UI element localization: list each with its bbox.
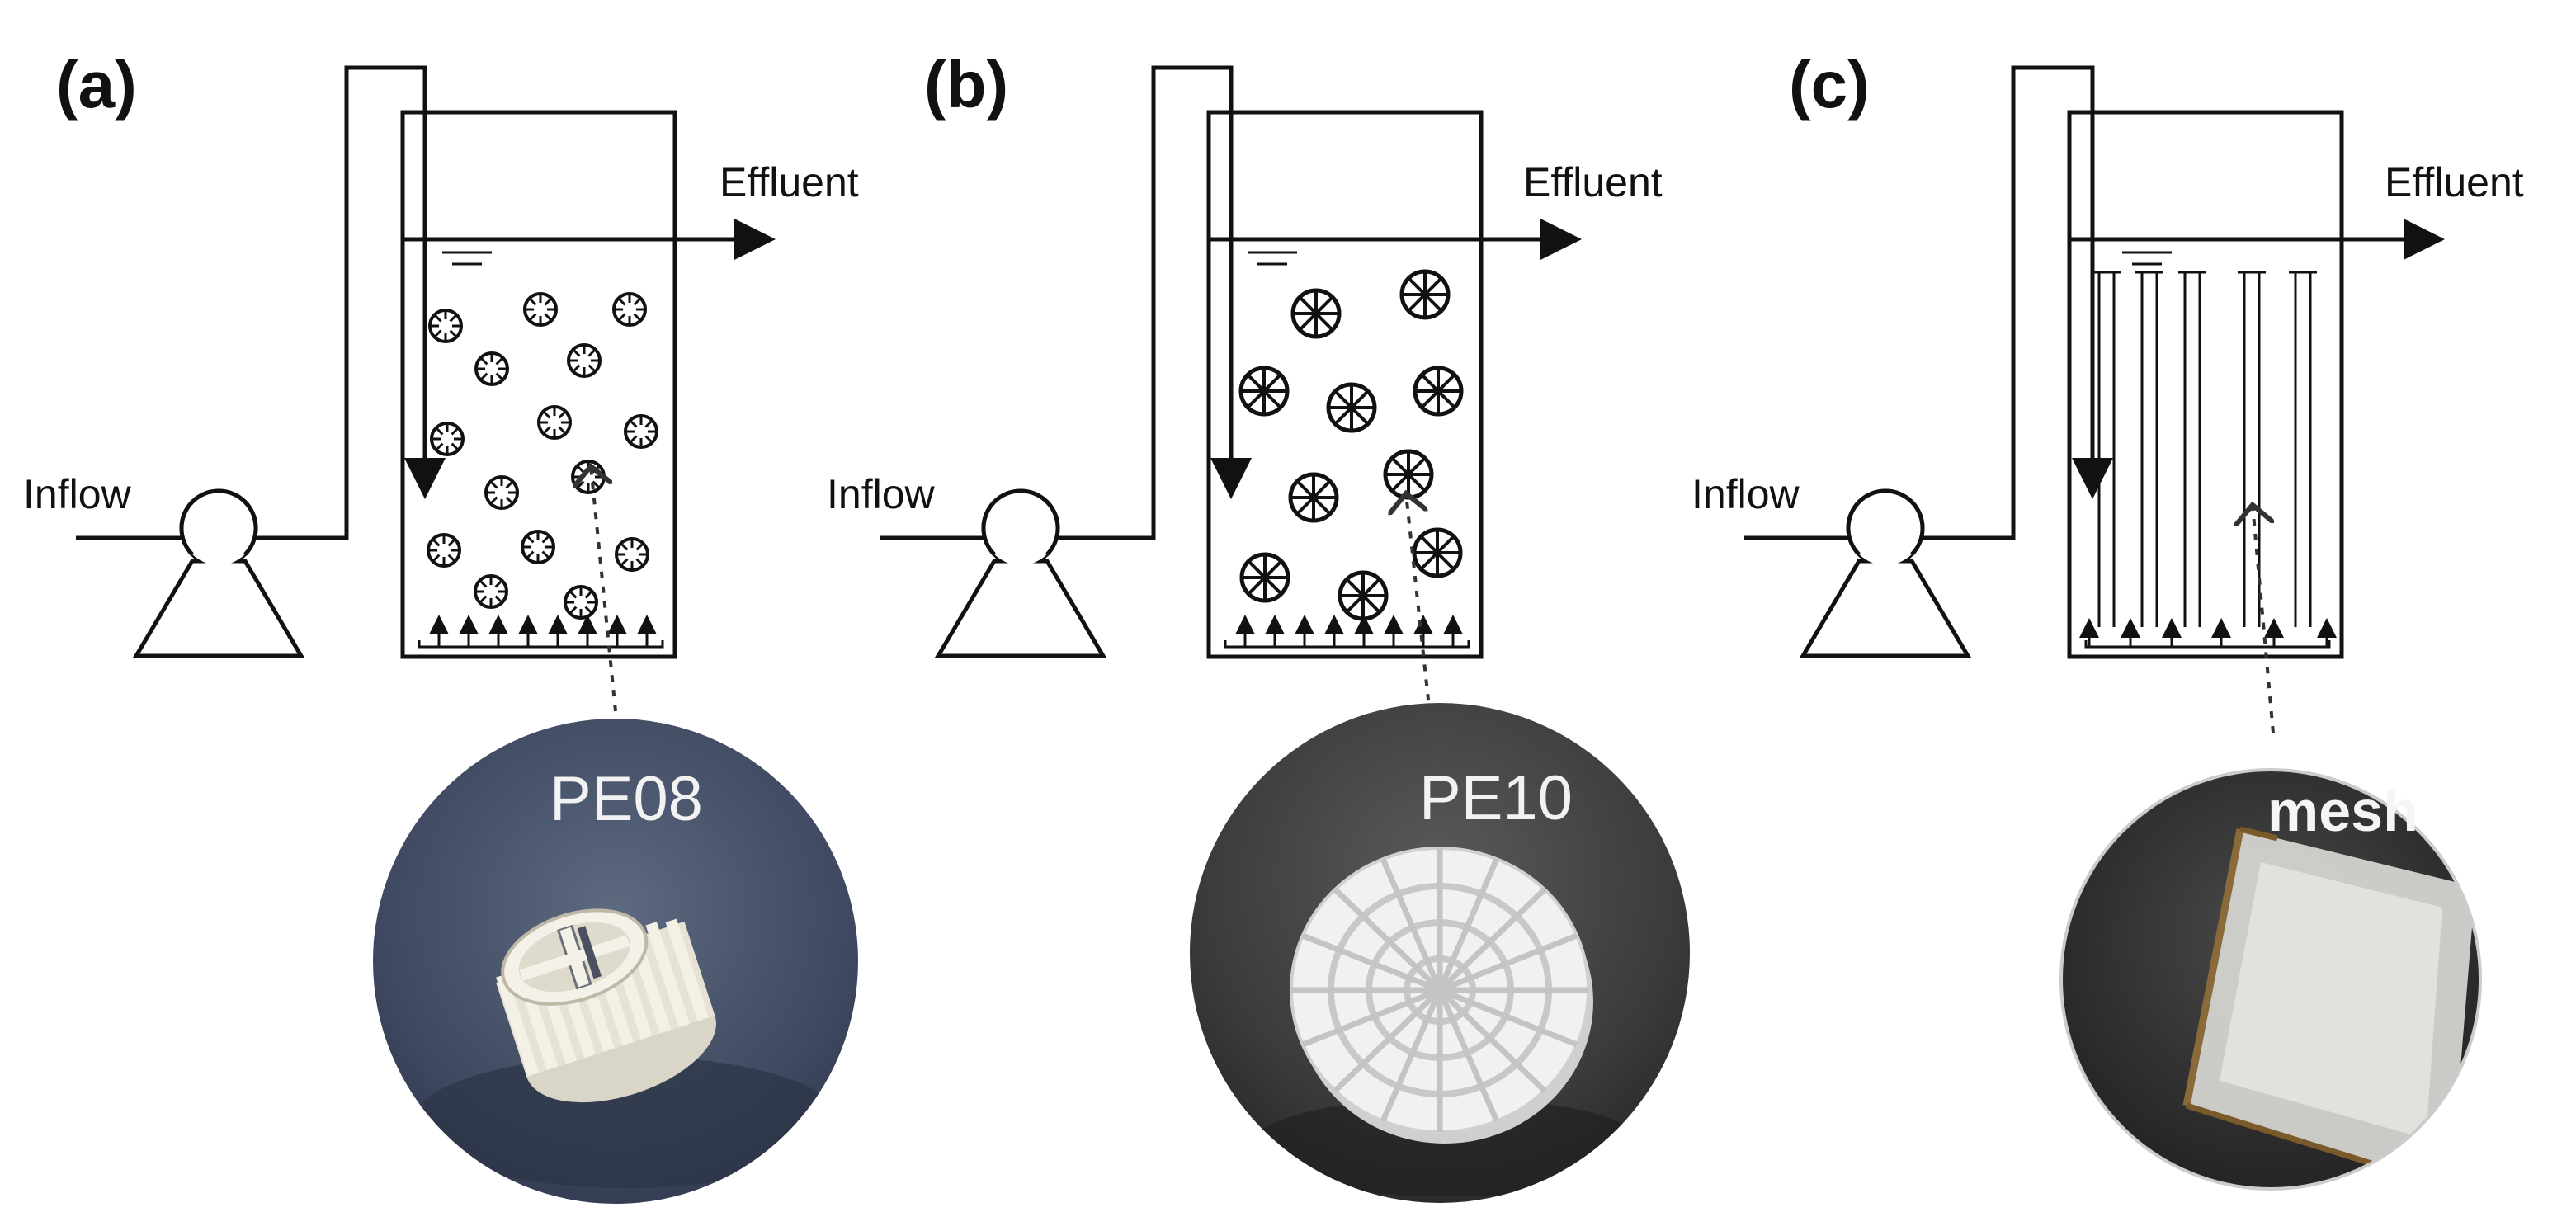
- panel-b-feed-pipe: [1058, 65, 1252, 540]
- panel-b-water-level-icon: [1248, 251, 1297, 266]
- panel-a-photo-label: PE08: [550, 764, 703, 834]
- panel-a-reactor-tank: [400, 110, 677, 659]
- panel-c: (c) Inflow Effluent: [1691, 48, 2524, 1191]
- panel-b-pump-icon: [938, 491, 1103, 656]
- panel-c-water-level-icon: [2122, 251, 2172, 266]
- panel-b-callout-line: [1406, 493, 1433, 731]
- panel-b-carriers: [1241, 271, 1461, 619]
- panel-b-inflow-label: Inflow: [827, 471, 936, 517]
- panel-b: (b) Inflow Effluent: [827, 48, 1690, 1203]
- panel-a: (a) Inflow Effluent: [23, 48, 859, 1204]
- panel-b-aerator: [1224, 615, 1470, 649]
- panel-c-photo-label: mesh: [2267, 779, 2418, 843]
- panel-a-pump-icon: [136, 491, 301, 656]
- panel-a-label: (a): [56, 48, 137, 121]
- panel-c-mesh-photo: mesh: [2059, 768, 2482, 1191]
- panel-c-label: (c): [1789, 48, 1870, 121]
- panel-a-aerator: [418, 615, 664, 649]
- panel-a-inflow-label: Inflow: [23, 471, 132, 517]
- panel-c-aerator: [2079, 618, 2337, 649]
- panel-b-carrier-photo: PE10: [1190, 703, 1690, 1203]
- panel-b-label: (b): [924, 48, 1008, 121]
- panel-a-carrier-photo: PE08: [373, 719, 858, 1204]
- panel-c-effluent-label: Effluent: [2385, 159, 2524, 205]
- panel-a-callout-line: [591, 466, 617, 712]
- panel-c-feed-pipe: [1923, 65, 2113, 540]
- panel-c-pump-icon: [1803, 491, 1968, 656]
- panel-b-photo-label: PE10: [1419, 763, 1573, 833]
- panel-a-carriers: [427, 292, 658, 620]
- panel-b-reactor-tank: [1206, 110, 1484, 659]
- panel-c-reactor-tank: [2067, 110, 2344, 659]
- panel-c-mesh-modules: [2092, 271, 2317, 627]
- panel-c-callout-line: [2253, 505, 2275, 733]
- panel-a-water-level-icon: [442, 251, 492, 266]
- panel-a-effluent-label: Effluent: [719, 159, 859, 205]
- panel-c-inflow-label: Inflow: [1691, 471, 1800, 517]
- panel-a-feed-pipe: [256, 65, 446, 540]
- panel-b-effluent-label: Effluent: [1523, 159, 1663, 205]
